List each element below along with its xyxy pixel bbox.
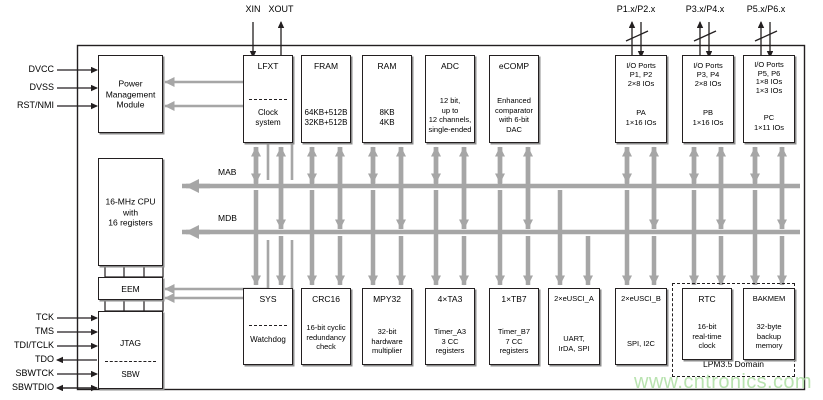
port-label-p5-p6: P5.x/P6.x bbox=[746, 4, 786, 14]
signal-label-sbwtdio: SBWTDIO bbox=[12, 382, 54, 392]
block-io-ports-pb[interactable]: I/O Ports P3, P4 2×8 IOs PB 1×16 IOs bbox=[682, 55, 734, 143]
block-eusci-a[interactable]: 2×eUSCI_A UART, IrDA, SPI bbox=[548, 288, 600, 365]
cpu-label: 16-MHz CPU with 16 registers bbox=[105, 196, 156, 228]
signal-label-xin: XIN bbox=[245, 4, 261, 14]
ram-body: 8KB 4KB bbox=[379, 108, 395, 127]
eusci-b-body: SPI, I2C bbox=[627, 339, 655, 348]
pc-body: PC 1×11 IOs bbox=[753, 113, 785, 132]
block-ecomp[interactable]: eCOMP Enhanced comparator with 6-bit DAC bbox=[489, 55, 539, 143]
block-crc16[interactable]: CRC16 16-bit cyclic redundancy check bbox=[301, 288, 351, 365]
block-sys[interactable]: SYS Watchdog bbox=[243, 288, 293, 365]
pa-header: I/O Ports P1, P2 2×8 IOs bbox=[626, 61, 656, 88]
signal-label-tdi-tclk: TDI/TCLK bbox=[13, 340, 54, 350]
signal-label-tms: TMS bbox=[35, 326, 54, 336]
port-label-p1-p2: P1.x/P2.x bbox=[616, 4, 656, 14]
block-io-ports-pa[interactable]: I/O Ports P1, P2 2×8 IOs PA 1×16 IOs bbox=[615, 55, 667, 143]
signal-label-xout: XOUT bbox=[268, 4, 294, 14]
rtc-body: 16-bit real-time clock bbox=[692, 322, 722, 350]
timer-b7-body: Timer_B7 7 CC registers bbox=[497, 327, 531, 355]
rtc-header: RTC bbox=[698, 294, 716, 304]
bakmem-header: BAKMEM bbox=[752, 294, 786, 303]
pc-header: I/O Ports P5, P6 1×8 IOs 1×3 IOs bbox=[754, 60, 784, 95]
mpy32-header: MPY32 bbox=[373, 294, 401, 304]
lfxt-divider bbox=[249, 99, 287, 100]
eusci-a-body: UART, IrDA, SPI bbox=[558, 334, 590, 353]
block-eem[interactable]: EEM bbox=[98, 277, 163, 300]
eem-label: EEM bbox=[121, 283, 140, 294]
block-lfxt[interactable]: LFXT Clock system bbox=[243, 55, 293, 143]
block-bakmem[interactable]: BAKMEM 32-byte backup memory bbox=[743, 288, 795, 360]
block-ram[interactable]: RAM 8KB 4KB bbox=[362, 55, 412, 143]
bus-label-mab: MAB bbox=[218, 167, 237, 177]
crc16-header: CRC16 bbox=[312, 294, 340, 304]
signal-label-tdo: TDO bbox=[35, 354, 54, 364]
eusci-b-header: 2×eUSCI_B bbox=[621, 294, 661, 303]
timer-a3-body: Timer_A3 3 CC registers bbox=[433, 327, 467, 355]
pb-header: I/O Ports P3, P4 2×8 IOs bbox=[693, 61, 723, 88]
fram-body: 64KB+512B 32KB+512B bbox=[304, 108, 348, 127]
mpy32-body: 32-bit hardware multiplier bbox=[371, 327, 403, 355]
block-timer-a3[interactable]: 4×TA3 Timer_A3 3 CC registers bbox=[425, 288, 475, 365]
eusci-a-header: 2×eUSCI_A bbox=[554, 294, 594, 303]
pb-body: PB 1×16 IOs bbox=[692, 108, 724, 127]
adc-header: ADC bbox=[441, 61, 459, 71]
sys-body: Watchdog bbox=[250, 335, 286, 344]
ram-header: RAM bbox=[377, 61, 397, 71]
sbw-label: SBW bbox=[121, 370, 140, 379]
sys-divider bbox=[249, 325, 287, 326]
signal-label-dvss: DVSS bbox=[29, 82, 54, 92]
lfxt-header: LFXT bbox=[257, 61, 279, 71]
lfxt-body: Clock system bbox=[255, 108, 281, 127]
pa-body: PA 1×16 IOs bbox=[625, 108, 657, 127]
block-timer-b7[interactable]: 1×TB7 Timer_B7 7 CC registers bbox=[489, 288, 539, 365]
bakmem-body: 32-byte backup memory bbox=[755, 322, 783, 350]
block-power-management-module[interactable]: Power Management Module bbox=[98, 55, 163, 133]
block-io-ports-pc[interactable]: I/O Ports P5, P6 1×8 IOs 1×3 IOs PC 1×11… bbox=[743, 55, 795, 143]
jtag-label: JTAG bbox=[119, 338, 142, 348]
timer-a3-header: 4×TA3 bbox=[437, 294, 463, 304]
ecomp-body: Enhanced comparator with 6-bit DAC bbox=[495, 96, 533, 134]
bus-label-mdb: MDB bbox=[218, 213, 237, 223]
crc16-body: 16-bit cyclic redundancy check bbox=[306, 323, 346, 351]
signal-label-rst-nmi: RST/NMI bbox=[17, 100, 54, 110]
ecomp-header: eCOMP bbox=[498, 61, 530, 71]
timer-b7-header: 1×TB7 bbox=[501, 294, 527, 304]
watermark: www.cntronics.com bbox=[634, 371, 812, 393]
block-rtc[interactable]: RTC 16-bit real-time clock bbox=[682, 288, 732, 360]
block-jtag[interactable]: JTAG SBW bbox=[98, 311, 163, 389]
port-label-p3-p4: P3.x/P4.x bbox=[685, 4, 725, 14]
adc-body: 12 bit, up to 12 channels, single-ended bbox=[428, 96, 472, 134]
block-cpu[interactable]: 16-MHz CPU with 16 registers bbox=[98, 158, 163, 266]
block-fram[interactable]: FRAM 64KB+512B 32KB+512B bbox=[301, 55, 351, 143]
signal-label-dvcc: DVCC bbox=[28, 64, 54, 74]
sys-header: SYS bbox=[259, 294, 277, 304]
lpm35-domain-label: LPM3.5 Domain bbox=[703, 359, 764, 369]
block-adc[interactable]: ADC 12 bit, up to 12 channels, single-en… bbox=[425, 55, 475, 143]
signal-label-tck: TCK bbox=[36, 312, 54, 322]
block-mpy32[interactable]: MPY32 32-bit hardware multiplier bbox=[362, 288, 412, 365]
pmm-label: Power Management Module bbox=[105, 78, 156, 110]
signal-label-sbwtck: SBWTCK bbox=[15, 368, 54, 378]
block-eusci-b[interactable]: 2×eUSCI_B SPI, I2C bbox=[615, 288, 667, 365]
jtag-divider bbox=[105, 361, 156, 362]
fram-header: FRAM bbox=[313, 61, 339, 71]
